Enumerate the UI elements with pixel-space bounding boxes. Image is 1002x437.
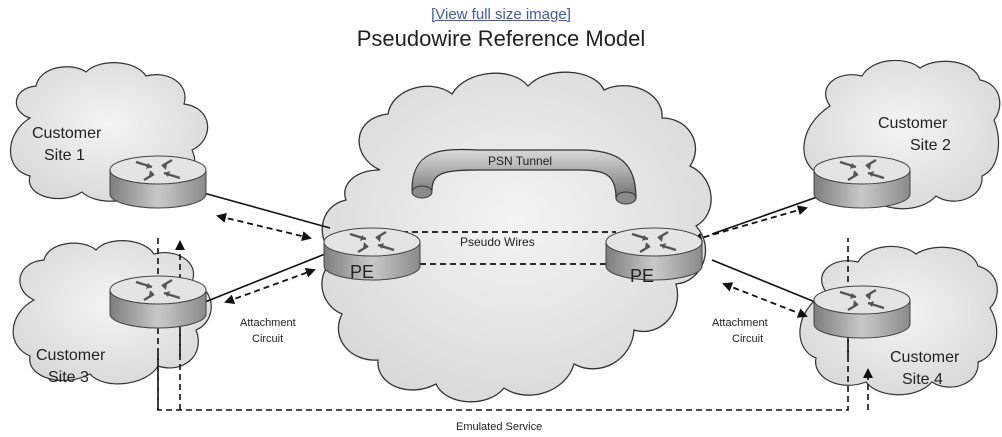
attachment-arrow-left-top	[216, 212, 312, 242]
attachment-left-label-1: Attachment	[240, 317, 296, 329]
emulated-service-label: Emulated Service	[456, 421, 542, 433]
attachment-left-label-2: Circuit	[252, 333, 283, 345]
cloud-provider-network	[321, 71, 712, 403]
site2-label-line2: Site 2	[910, 137, 951, 154]
link-pe-site2	[711, 195, 821, 235]
router-customer-site-4	[812, 284, 912, 340]
attachment-right-label-2: Circuit	[732, 333, 763, 345]
site4-label-line1: Customer	[890, 349, 960, 366]
router-customer-site-3	[108, 274, 208, 330]
pe-right-label: PE	[630, 266, 654, 286]
pe-left-label: PE	[350, 262, 374, 282]
router-customer-site-1	[108, 154, 208, 210]
link-pe-site4	[711, 259, 821, 305]
attachment-arrow-right-top	[692, 205, 808, 243]
site1-label-line1: Customer	[32, 125, 102, 142]
site4-label-line2: Site 4	[902, 371, 943, 388]
view-full-size-link[interactable]: [View full size image]	[431, 6, 571, 23]
site3-label-line2: Site 3	[48, 369, 89, 386]
link-site3-pe	[199, 251, 331, 305]
attachment-right-label-1: Attachment	[712, 317, 768, 329]
attachment-arrow-right-bottom	[722, 282, 808, 318]
pseudo-wires-label: Pseudo Wires	[460, 235, 535, 249]
site2-label-line1: Customer	[878, 115, 948, 132]
psn-tunnel-label: PSN Tunnel	[488, 154, 552, 168]
psn-tunnel	[411, 148, 637, 205]
link-site1-pe	[199, 191, 331, 229]
site1-label-line2: Site 1	[44, 147, 85, 164]
diagram-title: Pseudowire Reference Model	[356, 26, 646, 51]
attachment-arrow-left-bottom	[224, 268, 316, 304]
router-customer-site-2	[812, 154, 912, 210]
site3-label-line1: Customer	[36, 347, 106, 364]
